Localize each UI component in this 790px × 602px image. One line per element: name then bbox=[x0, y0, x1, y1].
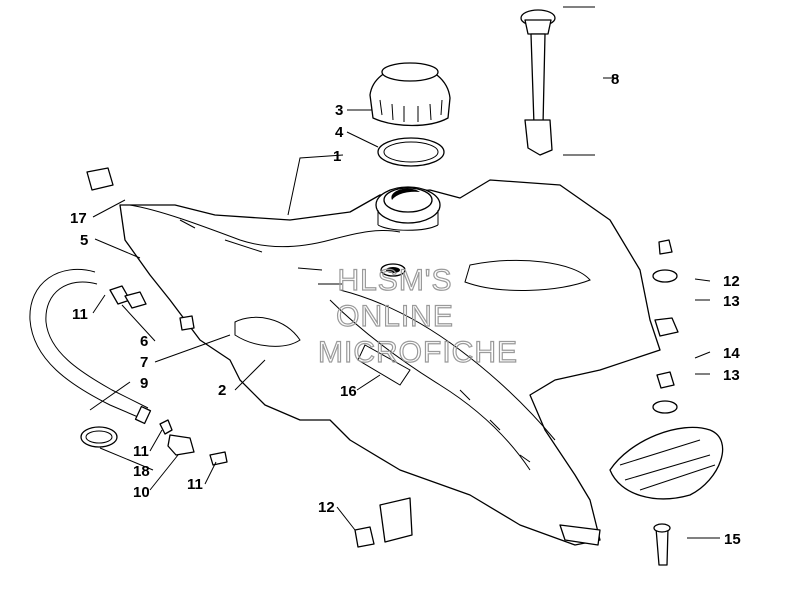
fuel-filter bbox=[159, 419, 228, 466]
hex-nut-upper bbox=[652, 239, 678, 283]
callout-10: 10 bbox=[133, 484, 150, 501]
callout-15: 15 bbox=[724, 531, 741, 548]
callout-11-b: 11 bbox=[133, 443, 149, 460]
callout-4: 4 bbox=[335, 124, 344, 141]
lock-nut bbox=[652, 371, 678, 414]
callout-9: 9 bbox=[140, 375, 148, 392]
watermark: HLSM'S ONLINE MICROFICHE bbox=[317, 263, 518, 369]
watermark-line-3: MICROFICHE bbox=[318, 336, 518, 369]
callout-11-c: 11 bbox=[187, 476, 203, 493]
bolt bbox=[653, 523, 671, 566]
fuel-hose bbox=[29, 268, 152, 425]
leader-lines bbox=[89, 77, 720, 539]
callout-13-b: 13 bbox=[723, 367, 740, 384]
fuel-gauge-sender bbox=[520, 6, 595, 156]
cap-gasket bbox=[377, 137, 445, 167]
callout-7: 7 bbox=[140, 354, 148, 371]
callout-17: 17 bbox=[70, 210, 87, 227]
callout-16: 16 bbox=[340, 383, 357, 400]
hose-clamp bbox=[80, 426, 118, 448]
hex-nut-lower bbox=[354, 497, 413, 548]
fittings bbox=[86, 167, 195, 331]
callouts: 3 4 1 8 17 5 11 6 7 9 2 16 11 18 10 11 1… bbox=[70, 71, 741, 548]
callout-13-a: 13 bbox=[723, 293, 740, 310]
callout-12-a: 12 bbox=[723, 273, 740, 290]
callout-8: 8 bbox=[611, 71, 619, 88]
callout-18: 18 bbox=[133, 463, 150, 480]
watermark-line-1: HLSM'S bbox=[337, 264, 452, 297]
callout-6: 6 bbox=[140, 333, 148, 350]
callout-3: 3 bbox=[335, 102, 343, 119]
callout-11-a: 11 bbox=[72, 306, 88, 323]
fuel-tank bbox=[119, 179, 679, 546]
callout-2: 2 bbox=[218, 382, 226, 399]
callout-5: 5 bbox=[80, 232, 88, 249]
watermark-line-2: ONLINE bbox=[336, 300, 454, 333]
heat-shield-pad bbox=[609, 426, 724, 500]
fuel-cap bbox=[369, 62, 451, 127]
callout-14: 14 bbox=[723, 345, 740, 362]
callout-12-b: 12 bbox=[318, 499, 335, 516]
callout-1: 1 bbox=[333, 148, 341, 165]
